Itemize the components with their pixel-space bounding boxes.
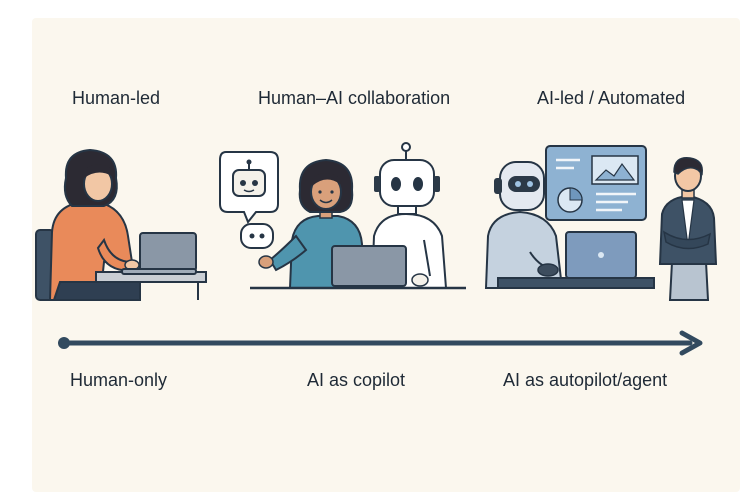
stage-collab-bottom-label: AI as copilot (307, 370, 406, 390)
legs (52, 281, 141, 301)
stage-human-top-label: Human-led (72, 88, 161, 108)
robot-body (484, 210, 564, 289)
spectrum-arrow (58, 330, 703, 356)
robot-head-icon (494, 161, 545, 211)
stage-ai-top-label: AI-led / Automated (537, 88, 686, 108)
laptop-icon (121, 232, 197, 275)
collaboration-scene (219, 142, 466, 290)
stage-collab-top-label: Human–AI collaboration (258, 88, 451, 108)
desk (497, 277, 655, 289)
stage-human-bottom-label: Human-only (70, 370, 168, 390)
robot-head-icon (374, 142, 440, 215)
standing-person (658, 157, 718, 301)
stage-ai-bottom-label: AI as autopilot/agent (503, 370, 668, 390)
dashboard-chart-icon (545, 145, 647, 221)
laptop-icon (565, 231, 637, 279)
human-led-scene (35, 148, 207, 301)
ai-led-scene (484, 145, 718, 301)
robot-head-icon (232, 159, 266, 197)
laptop-icon (331, 245, 407, 287)
chat-dots-icon (240, 223, 274, 249)
speech-bubble-icon (219, 151, 279, 224)
